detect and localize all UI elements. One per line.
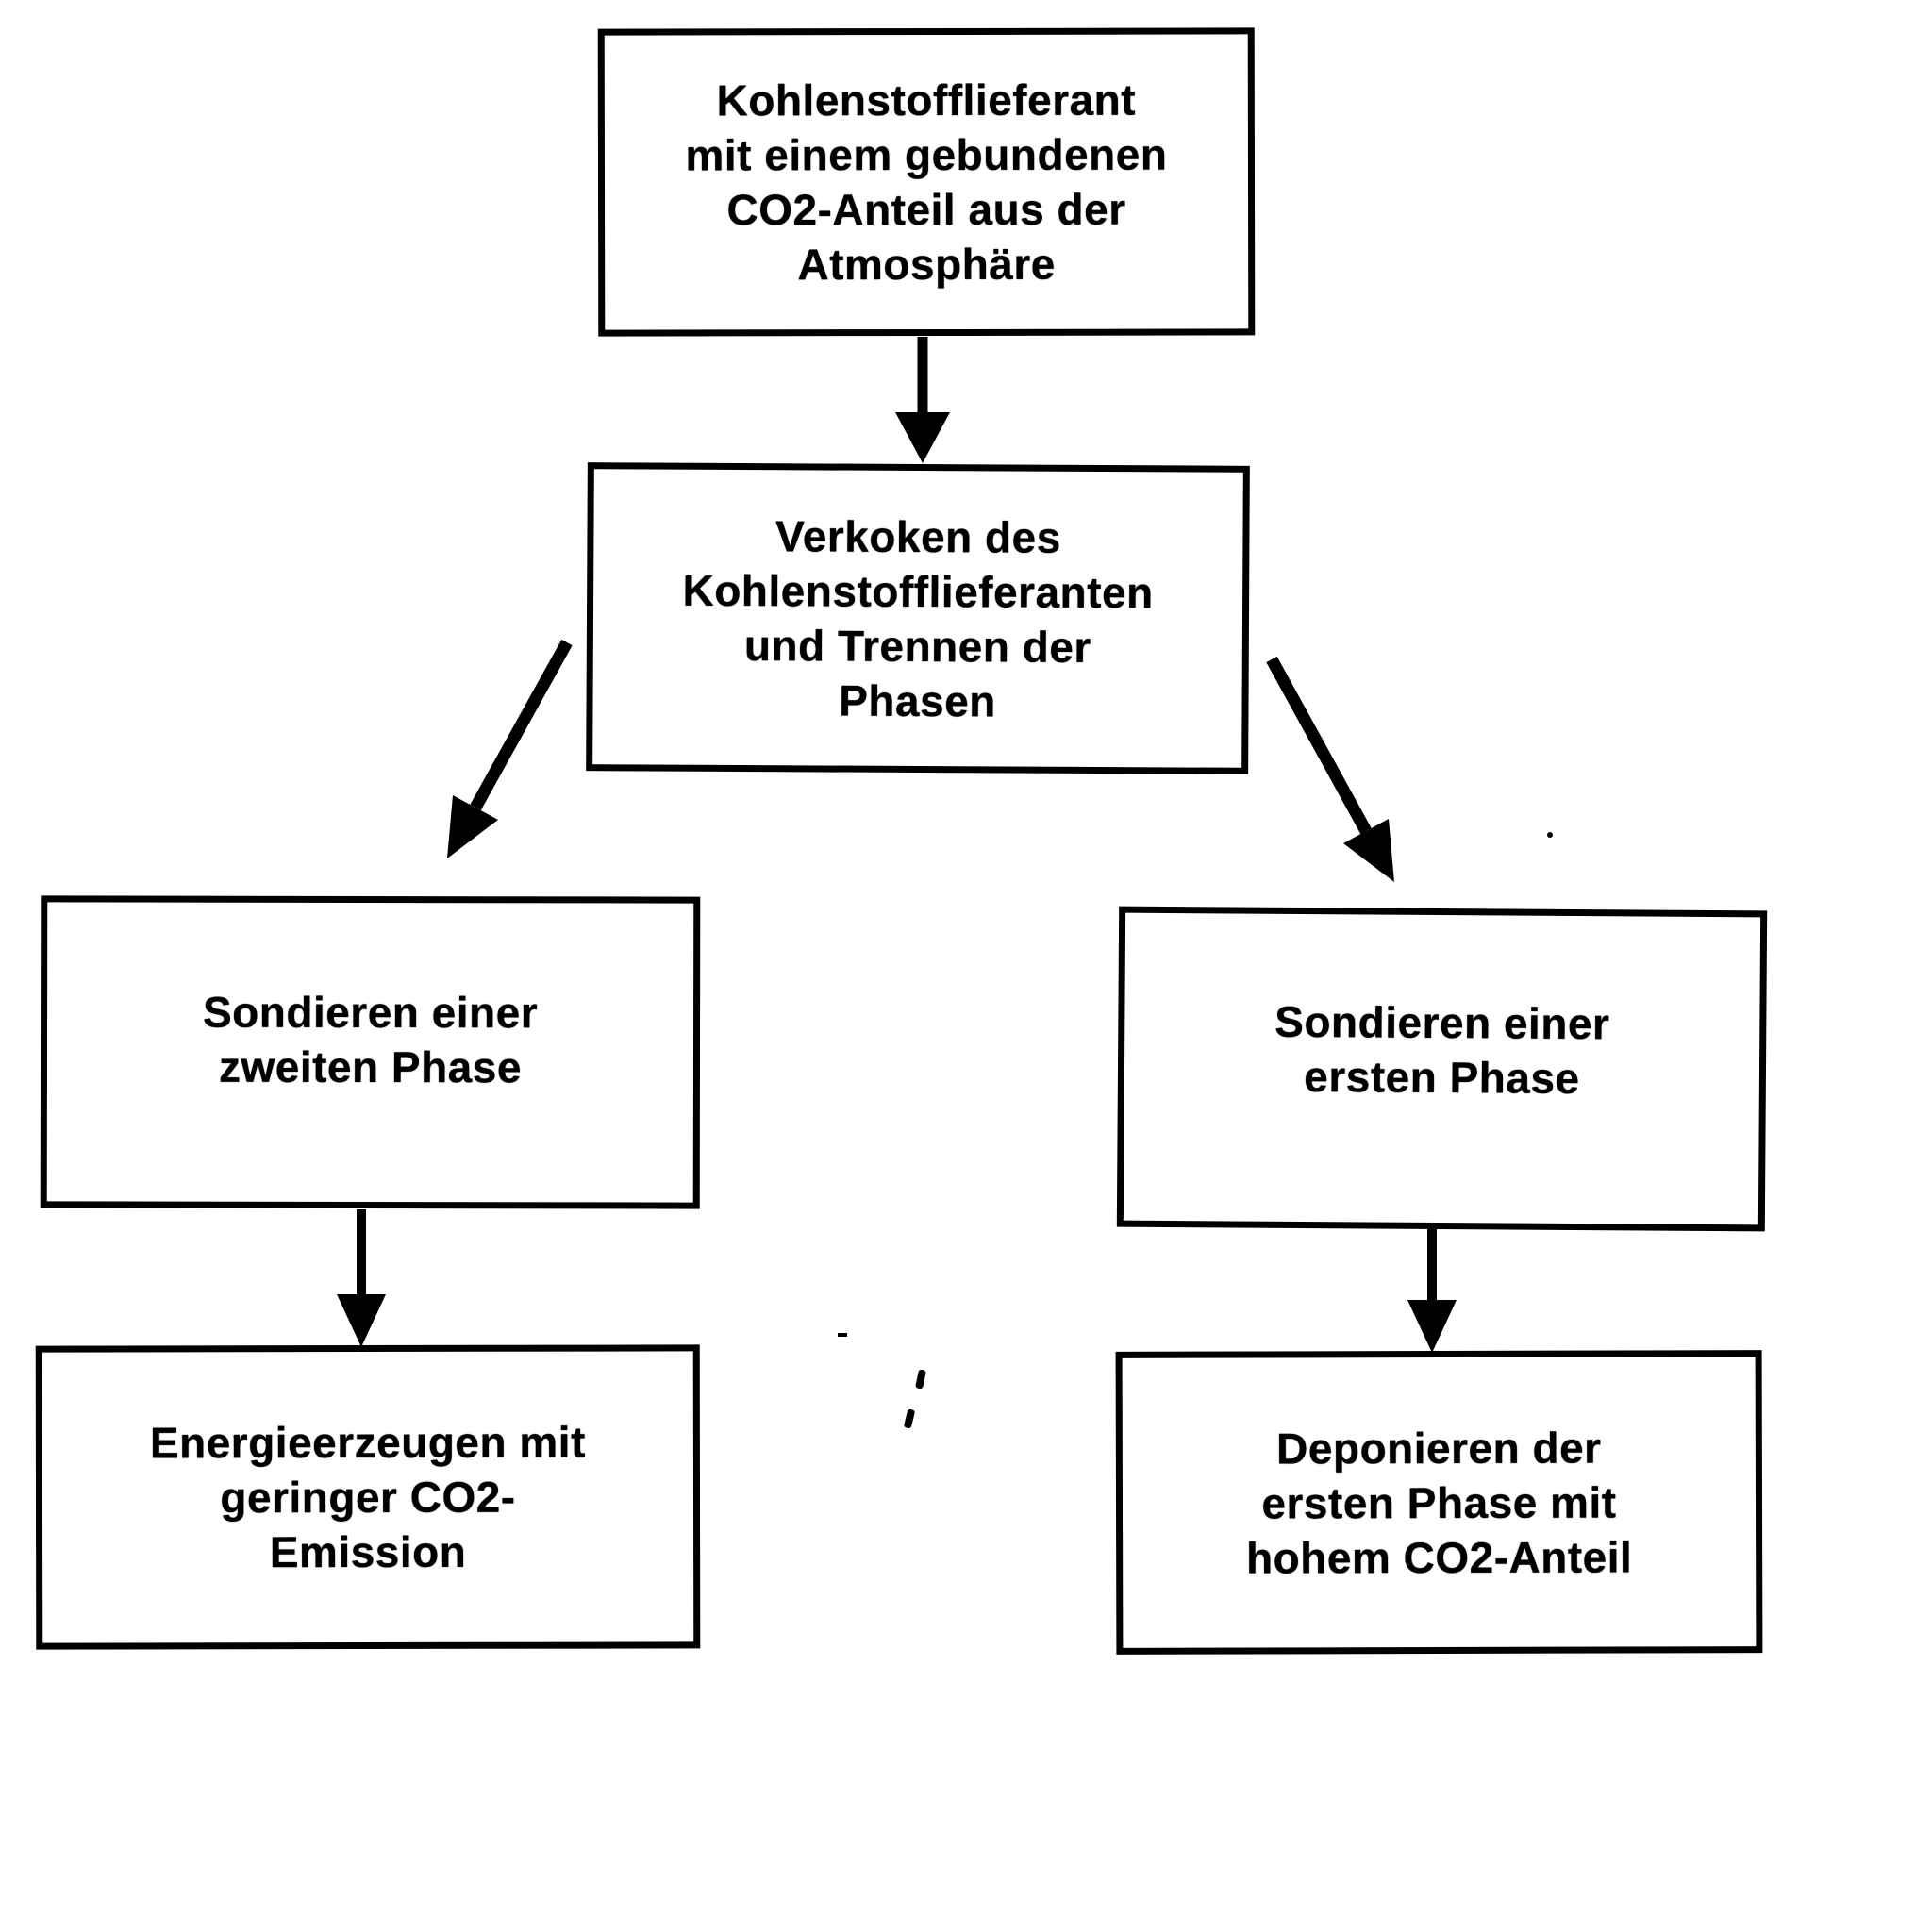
arrow-coking-to-first-phase (1266, 656, 1394, 882)
node-probe-second-phase: Sondieren einer zweiten Phase (40, 895, 701, 1209)
node-text-line: und Trennen der (743, 620, 1091, 672)
arrow-source-to-coking (895, 337, 950, 463)
node-text-line: Kohlenstofflieferant (716, 75, 1137, 125)
node-text-line: Sondieren einer (1274, 996, 1610, 1049)
scan-artifact (915, 1369, 926, 1390)
node-text-line: Verkoken des (775, 510, 1061, 562)
node-text-line: hohem CO2-Anteil (1245, 1531, 1633, 1583)
node-text-line: Atmosphäre (797, 239, 1056, 290)
node-text-line: CO2-Anteil aus der (726, 184, 1126, 235)
node-energy-generation: Energieerzeugen mit geringer CO2- Emissi… (35, 1344, 701, 1650)
node-text-line: Deponieren der (1276, 1423, 1602, 1473)
node-landfill-first-phase: Deponieren der ersten Phase mit hohem CO… (1115, 1350, 1763, 1655)
node-text-line: geringer CO2- (220, 1472, 516, 1523)
node-text-line: Phasen (839, 675, 996, 725)
node-text-line: Kohlenstofflieferanten (682, 565, 1154, 617)
node-probe-first-phase: Sondieren einer ersten Phase (1116, 906, 1768, 1232)
arrow-coking-to-second-phase (447, 639, 573, 858)
arrow-first-phase-to-landfill (1407, 1217, 1457, 1353)
scan-artifact (1547, 832, 1553, 838)
node-text-line: mit einem gebundenen (685, 129, 1168, 180)
node-text-line: Sondieren einer (202, 987, 539, 1037)
arrow-second-phase-to-energy (337, 1209, 386, 1347)
node-text-line: ersten Phase mit (1261, 1477, 1617, 1527)
node-text-line: Energieerzeugen mit (149, 1417, 586, 1468)
scan-artifact (838, 1333, 847, 1337)
node-coking-separation: Verkoken des Kohlenstofflieferanten und … (586, 462, 1250, 774)
node-text-line: ersten Phase (1304, 1051, 1580, 1104)
node-text-line: Emission (269, 1526, 467, 1577)
scan-artifact (903, 1408, 916, 1429)
node-carbon-source: Kohlenstofflieferant mit einem gebundene… (597, 27, 1256, 337)
node-text-line: zweiten Phase (218, 1041, 522, 1091)
